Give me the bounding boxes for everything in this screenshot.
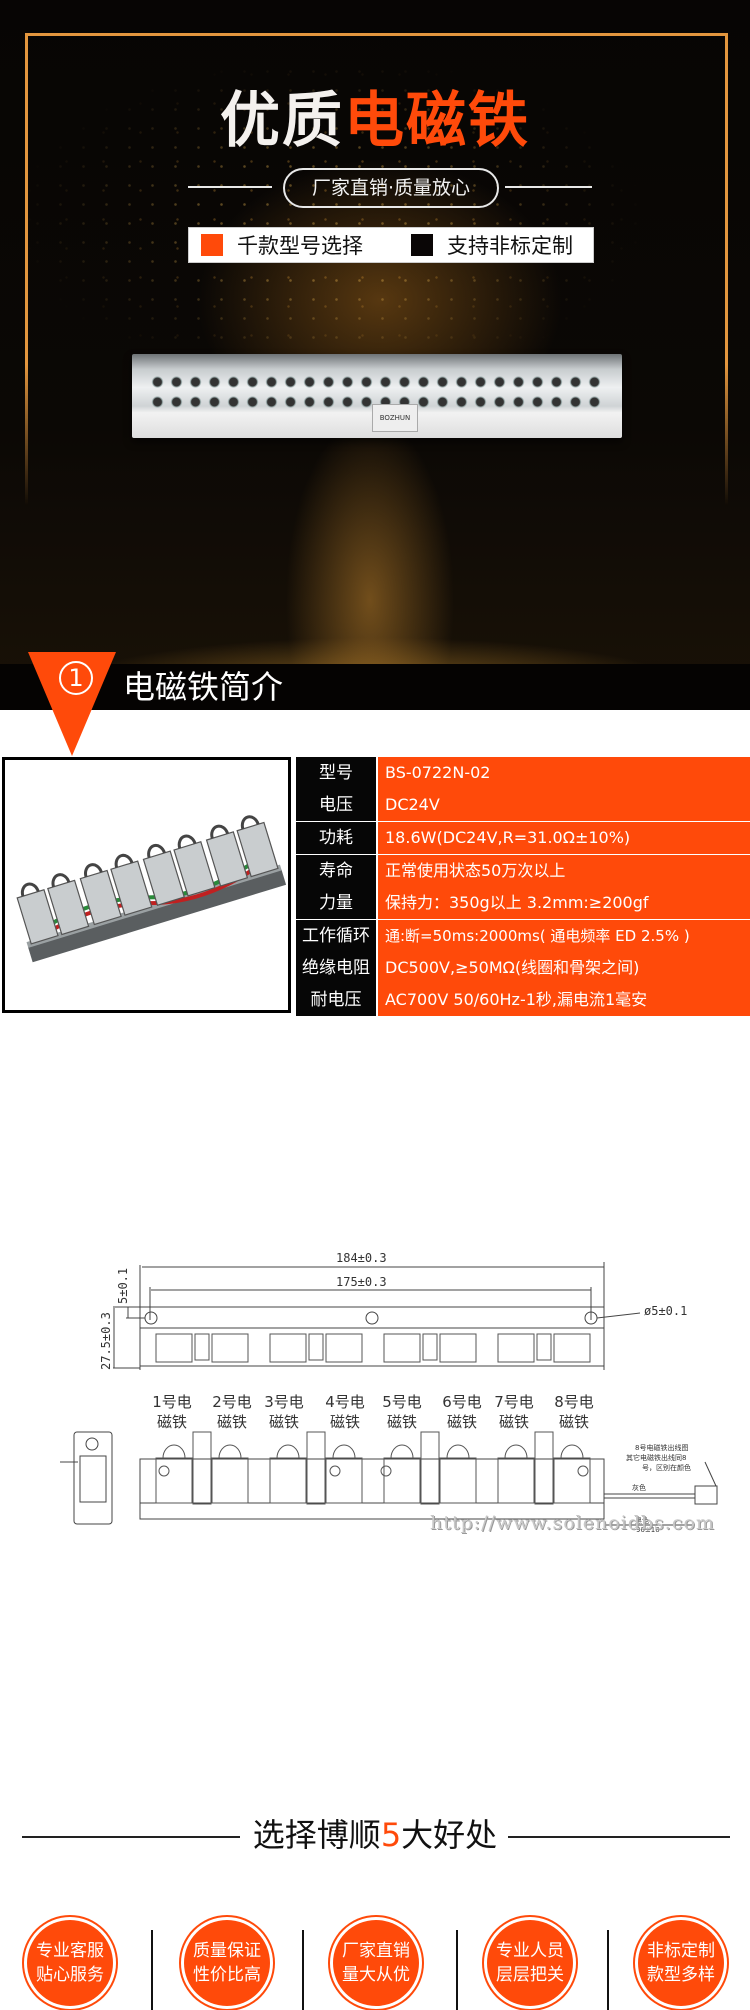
spec-key: 型号 — [296, 757, 376, 789]
website-watermark: http://www.solenoidbs.com — [430, 1512, 715, 1534]
dimension-edge-offset: 5±0.1 — [116, 1268, 130, 1304]
slogan-pill: 厂家直销·质量放心 — [283, 168, 499, 208]
benefit-badge: 专业客服贴心服务 — [27, 1920, 113, 2006]
feature-tag-label: 千款型号选择 — [237, 234, 363, 258]
feature-tag-bar: 千款型号选择 支持非标定制 — [188, 227, 594, 263]
benefit-badge: 质量保证性价比高 — [184, 1920, 270, 2006]
spec-row: 力量保持力：350g以上 3.2mm:≥200gf — [296, 887, 750, 919]
wire-black-label: 黑色 — [635, 1516, 649, 1525]
technical-drawing: 184±0.3 175±0.3 ø5±0.1 5±0.1 27.5±0.3 8号… — [60, 1251, 718, 1534]
benefit-badge: 厂家直销量大从优 — [333, 1920, 419, 2006]
hero-title: 优质电磁铁 — [0, 86, 750, 156]
title-rule-left — [22, 1836, 240, 1838]
wiring-note-line: 其它电磁铁出线同8 — [626, 1453, 686, 1462]
spec-value: 保持力：350g以上 3.2mm:≥200gf — [378, 887, 750, 919]
hero-banner: 优质电磁铁 厂家直销·质量放心 千款型号选择 支持非标定制 BOZHUN — [0, 0, 750, 710]
feature-tag: 支持非标定制 — [399, 230, 573, 260]
spec-key: 寿命 — [296, 855, 376, 887]
magnet-label: 3号电磁铁 — [264, 1393, 304, 1431]
feature-tag: 千款型号选择 — [189, 230, 363, 260]
hero-title-orange: 电磁铁 — [344, 86, 530, 156]
spec-key: 功耗 — [296, 822, 376, 854]
spec-row: 工作循环通:断=50ms:2000ms( 通电频率 ED 2.5% ) — [296, 920, 750, 952]
title-rule-right — [508, 1836, 730, 1838]
spec-value: 通:断=50ms:2000ms( 通电频率 ED 2.5% ) — [378, 920, 750, 952]
section-header-bar — [0, 664, 750, 710]
orange-square-icon — [201, 234, 223, 256]
section-title: 电磁铁简介 — [123, 668, 284, 706]
magnet-label: 7号电磁铁 — [494, 1393, 534, 1431]
spec-value: 正常使用状态50万次以上 — [378, 855, 750, 887]
magnet-label: 8号电磁铁 — [554, 1393, 594, 1431]
benefit-divider — [607, 1930, 609, 2010]
dimension-hole-spacing: 175±0.3 — [336, 1275, 387, 1289]
black-square-icon — [411, 234, 433, 256]
product-label: BOZHUN — [372, 404, 418, 432]
wire-gray-label: 灰色 — [632, 1483, 646, 1492]
spec-key: 力量 — [296, 887, 376, 919]
spec-value: DC500V,≥50MΩ(线圈和骨架之间) — [378, 952, 750, 984]
wiring-note-line: 号，区别在颜色 — [642, 1463, 691, 1472]
wiring-note-line: 8号电磁铁出线图 — [635, 1443, 688, 1452]
spec-key: 耐电压 — [296, 984, 376, 1016]
spec-value: BS-0722N-02 — [378, 757, 750, 789]
divider-left — [188, 186, 272, 188]
benefit-divider — [456, 1930, 458, 2010]
section-number-badge: 1 — [59, 661, 93, 695]
hero-title-white: 优质 — [220, 86, 344, 156]
spec-key: 电压 — [296, 789, 376, 821]
benefit-divider — [302, 1930, 304, 2010]
spec-key: 绝缘电阻 — [296, 952, 376, 984]
spec-key: 工作循环 — [296, 920, 376, 952]
spec-value: DC24V — [378, 789, 750, 821]
benefit-divider — [151, 1930, 153, 2010]
feature-tag-label: 支持非标定制 — [447, 234, 573, 258]
benefit-badge: 非标定制款型多样 — [638, 1920, 724, 2006]
spec-value: AC700V 50/60Hz-1秒,漏电流1毫安 — [378, 984, 750, 1016]
dimension-hole-diameter: ø5±0.1 — [644, 1304, 687, 1318]
spec-value: 18.6W(DC24V,R=31.0Ω±10%) — [378, 822, 750, 854]
spec-row: 寿命正常使用状态50万次以上 — [296, 855, 750, 887]
wire-length-label: 90±10 — [636, 1526, 660, 1534]
gold-frame — [25, 33, 728, 506]
magnet-label: 5号电磁铁 — [382, 1393, 422, 1431]
product-image-box — [2, 757, 291, 1013]
magnet-label: 6号电磁铁 — [442, 1393, 482, 1431]
dimension-height: 27.5±0.3 — [99, 1312, 113, 1370]
magnet-label: 4号电磁铁 — [325, 1393, 365, 1431]
product-photo: BOZHUN — [132, 354, 622, 438]
benefit-badge: 专业人员层层把关 — [487, 1920, 573, 2006]
magnet-label: 2号电磁铁 — [212, 1393, 252, 1431]
magnet-label: 1号电磁铁 — [152, 1393, 192, 1431]
solenoid-assembly-illustration — [16, 815, 287, 963]
benefits-title: 选择博顺5大好处 — [252, 1816, 498, 1854]
divider-right — [505, 186, 592, 188]
dimension-total-length: 184±0.3 — [336, 1251, 387, 1265]
